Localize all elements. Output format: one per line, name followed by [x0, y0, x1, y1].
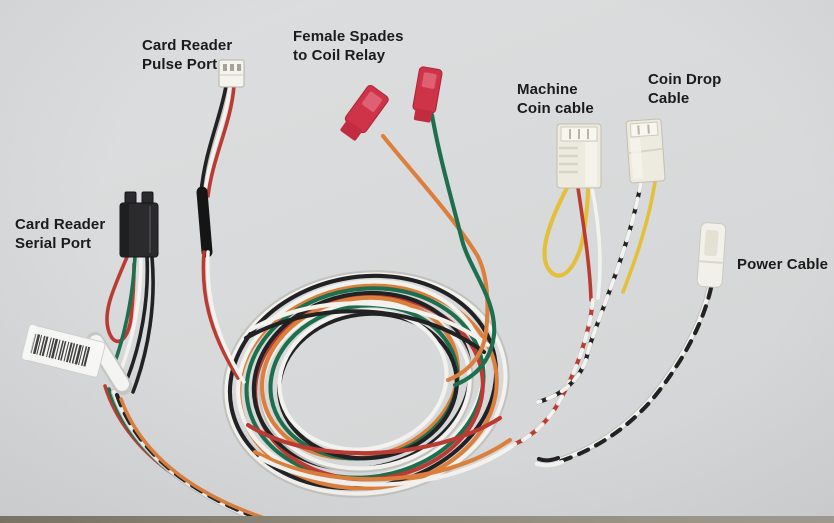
- pulse-wire-white: [203, 84, 232, 197]
- serial-port-assembly: [105, 191, 159, 394]
- label-line: Serial Port: [15, 235, 92, 253]
- pulse-port-assembly: [196, 59, 246, 384]
- spade-assembly: [340, 66, 497, 388]
- coindrop-pair-white: [583, 179, 644, 363]
- label-line: Pulse Port: [142, 56, 218, 74]
- pulse-wire-red: [206, 84, 236, 198]
- connector-seam: [699, 260, 723, 264]
- label-line: Cable: [648, 90, 690, 108]
- pin-slot: [647, 124, 650, 134]
- label-line: to Coil Relay: [293, 47, 386, 65]
- sm-connector-body: [119, 202, 159, 258]
- label-line: Machine: [517, 81, 578, 98]
- power-wire-white-end: [534, 459, 565, 468]
- coil-strand: [257, 443, 515, 487]
- spade-connector-left: [340, 84, 389, 141]
- label-line: Power Cable: [737, 256, 829, 273]
- spade-wire-orange: [380, 133, 490, 383]
- machine-wire-red: [576, 186, 593, 302]
- spade-socket: [362, 91, 383, 112]
- spade-socket: [421, 72, 437, 89]
- machine-wire-white: [590, 186, 602, 300]
- sm-connector-shade: [121, 204, 129, 256]
- label-card-reader-pulse-port: Card Reader Pulse Port: [142, 36, 232, 74]
- coin-drop-connector: [625, 118, 666, 184]
- label-line: Coin Drop: [648, 71, 722, 88]
- bundle-wire-orange: [119, 397, 282, 523]
- coindrop-entry-white: [535, 357, 589, 405]
- tag-fold-highlight: [21, 324, 38, 361]
- coil-strand: [245, 415, 503, 456]
- barcode: [30, 333, 93, 368]
- connector-highlight: [585, 142, 597, 186]
- heat-shrink-tube: [196, 186, 213, 258]
- pulse-wire-red: [201, 250, 240, 380]
- power-pair-black: [558, 285, 714, 464]
- sm-connector: [119, 191, 159, 258]
- label-card-reader-serial-port: Card Reader Serial Port: [15, 215, 105, 253]
- serial-wire-black: [124, 255, 150, 384]
- label-power-cable: Power Cable: [737, 255, 828, 274]
- coil-strand: [252, 437, 513, 482]
- surface-edge: [0, 516, 834, 523]
- label-coin-drop-cable: Coin Drop Cable: [648, 70, 721, 108]
- label-line: Card Reader: [15, 216, 106, 233]
- connector-highlight: [630, 138, 643, 179]
- power-assembly: [534, 222, 727, 468]
- label-line: Female Spades: [293, 28, 404, 45]
- connector-pin-header: [629, 121, 659, 138]
- pin-slot: [637, 125, 640, 135]
- jst-connector: [218, 59, 245, 88]
- machine-wire-yellow: [542, 185, 591, 278]
- pulse-wire-black: [199, 84, 228, 195]
- label-line: Card Reader: [142, 37, 233, 54]
- spade-crimp: [340, 120, 362, 141]
- machine-pair-white: [512, 297, 596, 447]
- power-pair-underlay: [556, 283, 714, 464]
- coil-strand: [243, 309, 487, 355]
- label-machine-coin-cable: Machine Coin cable: [517, 80, 594, 118]
- power-wire-black-end: [536, 455, 561, 463]
- coindrop-wire-yellow: [621, 180, 657, 294]
- serial-wire-white: [119, 255, 143, 372]
- coin-drop-assembly: [535, 118, 666, 405]
- spade-wire-green: [429, 112, 497, 388]
- wire-coil: [222, 270, 515, 498]
- label-female-spades: Female Spades to Coil Relay: [293, 27, 404, 65]
- serial-wire-green: [113, 255, 137, 364]
- label-line: Coin cable: [517, 100, 594, 118]
- barcode-tag: [21, 324, 132, 395]
- connector-cavity: [704, 229, 719, 257]
- serial-wire-black: [131, 255, 155, 394]
- jst-pin-slot: [223, 64, 227, 71]
- coil-strand: [247, 301, 491, 348]
- jst-pin-slot: [237, 64, 241, 71]
- power-pair-white: [557, 284, 713, 463]
- spade-connector-right: [412, 66, 443, 123]
- spade-crimp: [413, 108, 433, 123]
- bundle-wire-green: [107, 387, 260, 523]
- jst-pin-slot: [230, 64, 234, 71]
- machine-coin-assembly: [512, 123, 602, 447]
- power-connector: [696, 222, 727, 288]
- machine-coin-connector: [556, 123, 602, 189]
- pulse-wire-white: [205, 250, 246, 384]
- left-bundle: [21, 324, 282, 523]
